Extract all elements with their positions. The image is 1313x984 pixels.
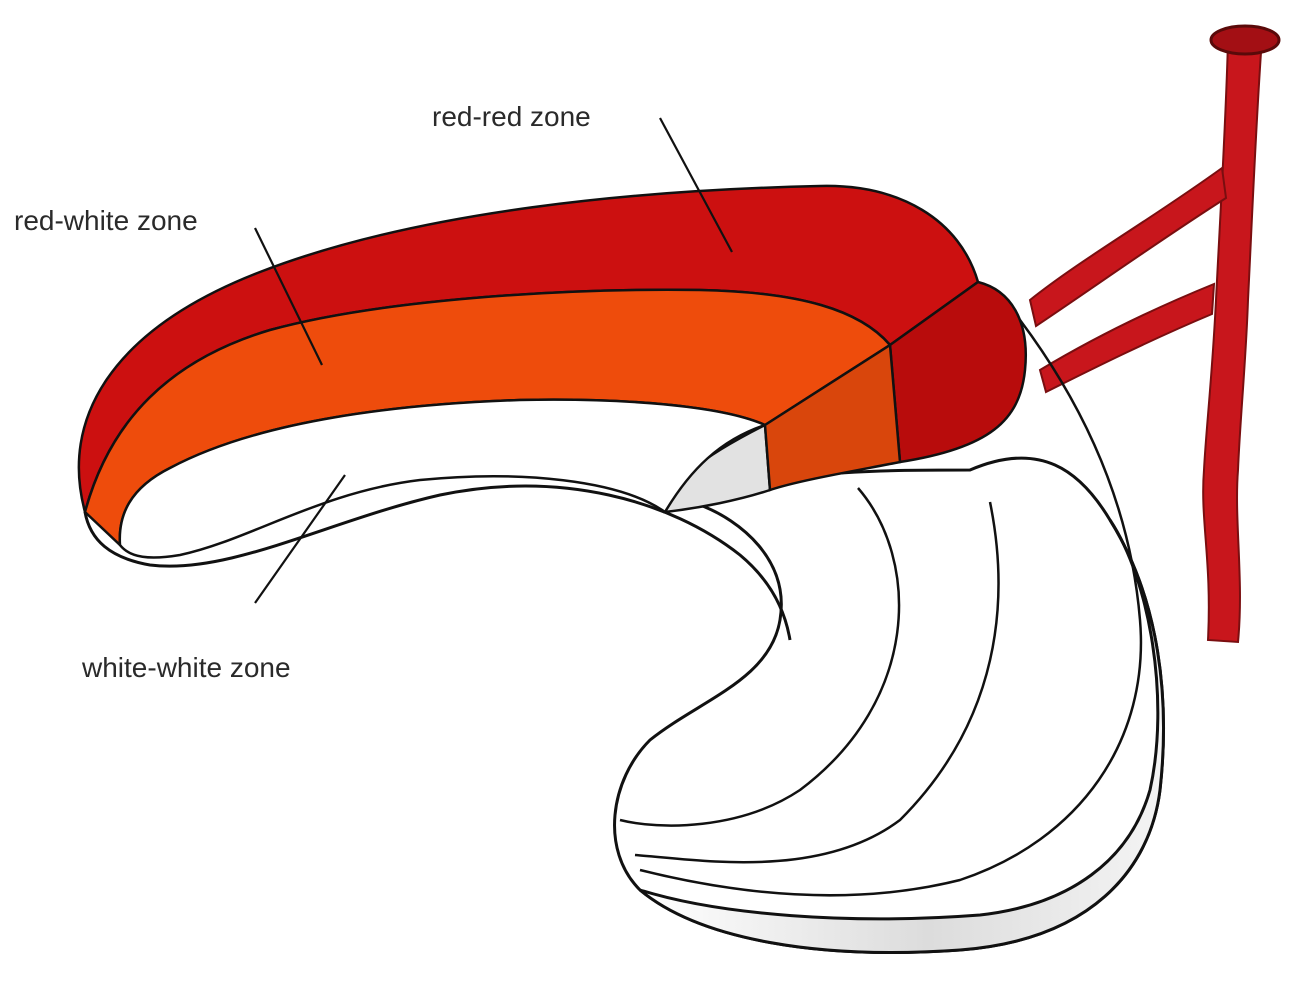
red-red-zone-label: red-red zone [432, 101, 591, 132]
upper-artery-branch [1028, 166, 1228, 328]
white-white-leader [254, 474, 346, 604]
main-artery-vessel [1202, 36, 1264, 644]
posterior-horn-body [613, 456, 1165, 954]
white-white-zone-band [118, 398, 769, 559]
fiber-line-1 [619, 487, 901, 827]
white-white-zone-label: white-white zone [82, 652, 291, 683]
lower-artery-branch [1038, 282, 1216, 394]
red-white-zone-label: red-white zone [14, 205, 198, 236]
fiber-line-3 [639, 319, 1143, 897]
artery [1028, 24, 1281, 644]
red-white-zone-cut-face [763, 342, 902, 492]
red-red-zone-cut-face [888, 280, 1028, 464]
anterior-horn-lower-outline [83, 484, 792, 641]
fiber-line-2 [634, 501, 1000, 864]
red-white-leader [254, 227, 323, 366]
artery-opening [1209, 24, 1281, 56]
leader-lines [254, 117, 733, 604]
posterior-horn-bottom-face [639, 519, 1165, 954]
meniscus-posterior-horn [613, 319, 1165, 954]
meniscus-anterior-horn [77, 184, 1028, 641]
red-red-leader [659, 117, 733, 253]
